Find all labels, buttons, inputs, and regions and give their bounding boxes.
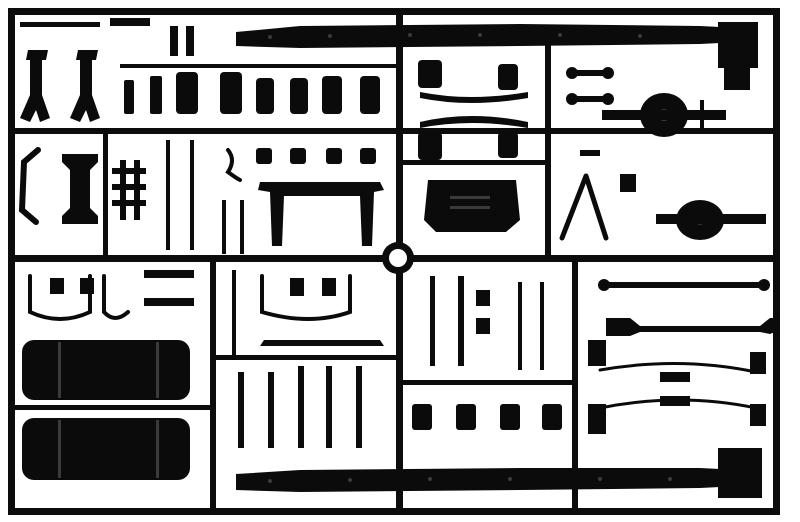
chassis-frame-rail-top [236,22,758,90]
front-axle-parts [418,60,528,160]
fuel-tank-upper [22,340,190,400]
small-parts-middle [412,276,562,430]
rear-differential [566,67,726,137]
shock-absorbers [120,26,396,114]
leaf-springs [588,340,766,434]
rear-differential-2 [559,150,766,241]
drive-shafts [598,279,780,336]
sprue-frame [8,8,780,515]
bumper-and-brackets [18,147,146,225]
tank-brackets [28,270,194,321]
fuel-tank-lower [22,418,190,480]
gearbox-housing [424,180,520,232]
suspension-links [166,140,376,254]
chassis-frame-rail-bottom [236,448,762,498]
cross-member [258,182,384,246]
steering-linkage [232,270,384,448]
steering-arms [20,18,150,122]
